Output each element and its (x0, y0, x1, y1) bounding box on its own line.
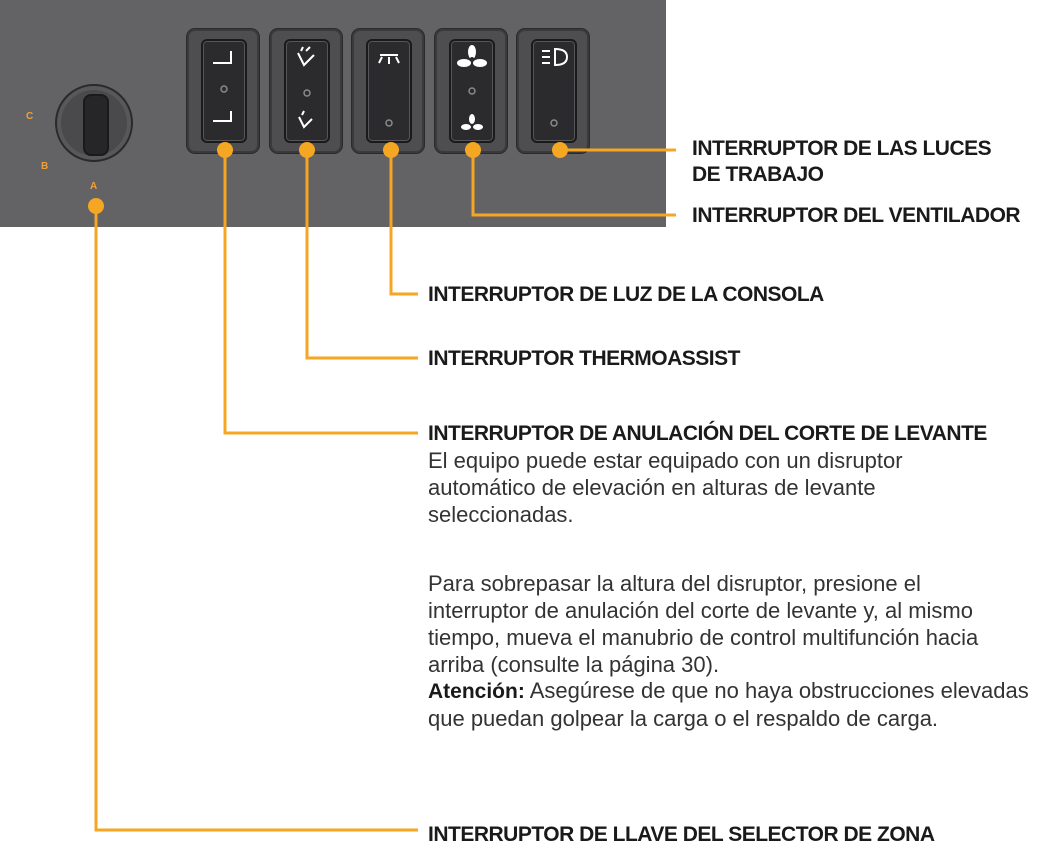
zone-key-switch[interactable] (55, 84, 133, 162)
label-work-lights-line2: DE TRABAJO (692, 163, 824, 186)
leader-zone-key (94, 206, 418, 832)
fan-switch[interactable] (434, 28, 508, 154)
zone-label-b: B (41, 161, 49, 172)
label-console-light: INTERRUPTOR DE LUZ DE LA CONSOLA (428, 283, 824, 306)
control-panel: C B A (0, 0, 666, 227)
work-lights-switch[interactable] (516, 28, 590, 154)
zone-key-label-clip: INTERRUPTOR DE LLAVE DEL SELECTOR DE ZON… (428, 818, 1038, 842)
thermoassist-switch[interactable] (269, 28, 343, 154)
zone-label-c: C (26, 111, 34, 122)
zone-label-a: A (90, 181, 98, 192)
rocker (366, 39, 412, 143)
lift-cutout-icon (213, 51, 232, 122)
label-thermoassist: INTERRUPTOR THERMOASSIST (428, 347, 740, 370)
fan-icon (457, 45, 487, 130)
attention-label: Atención: (428, 680, 525, 703)
console-light-icon (378, 54, 400, 127)
rocker (531, 39, 577, 143)
attention-paragraph: Atención: Asegúrese de que no haya obstr… (428, 677, 1038, 732)
attention-text: Asegúrese de que no haya obstrucciones e… (428, 678, 1029, 731)
key-knob (83, 94, 109, 156)
work-light-icon (542, 47, 569, 127)
rocker (284, 39, 330, 143)
label-fan: INTERRUPTOR DEL VENTILADOR (692, 204, 1021, 227)
label-zone-key: INTERRUPTOR DE LLAVE DEL SELECTOR DE ZON… (428, 823, 935, 842)
label-work-lights-line1: INTERRUPTOR DE LAS LUCES (692, 137, 992, 160)
console-light-switch[interactable] (351, 28, 425, 154)
description-paragraph-2: Para sobrepasar la altura del disruptor,… (428, 571, 979, 677)
lift-cutout-switch[interactable] (186, 28, 260, 154)
rocker (201, 39, 247, 143)
label-lift-cutout: INTERRUPTOR DE ANULACIÓN DEL CORTE DE LE… (428, 422, 987, 445)
thermoassist-icon (297, 46, 315, 129)
description-paragraph-1: El equipo puede estar equipado con un di… (428, 448, 903, 527)
rocker (449, 39, 495, 143)
